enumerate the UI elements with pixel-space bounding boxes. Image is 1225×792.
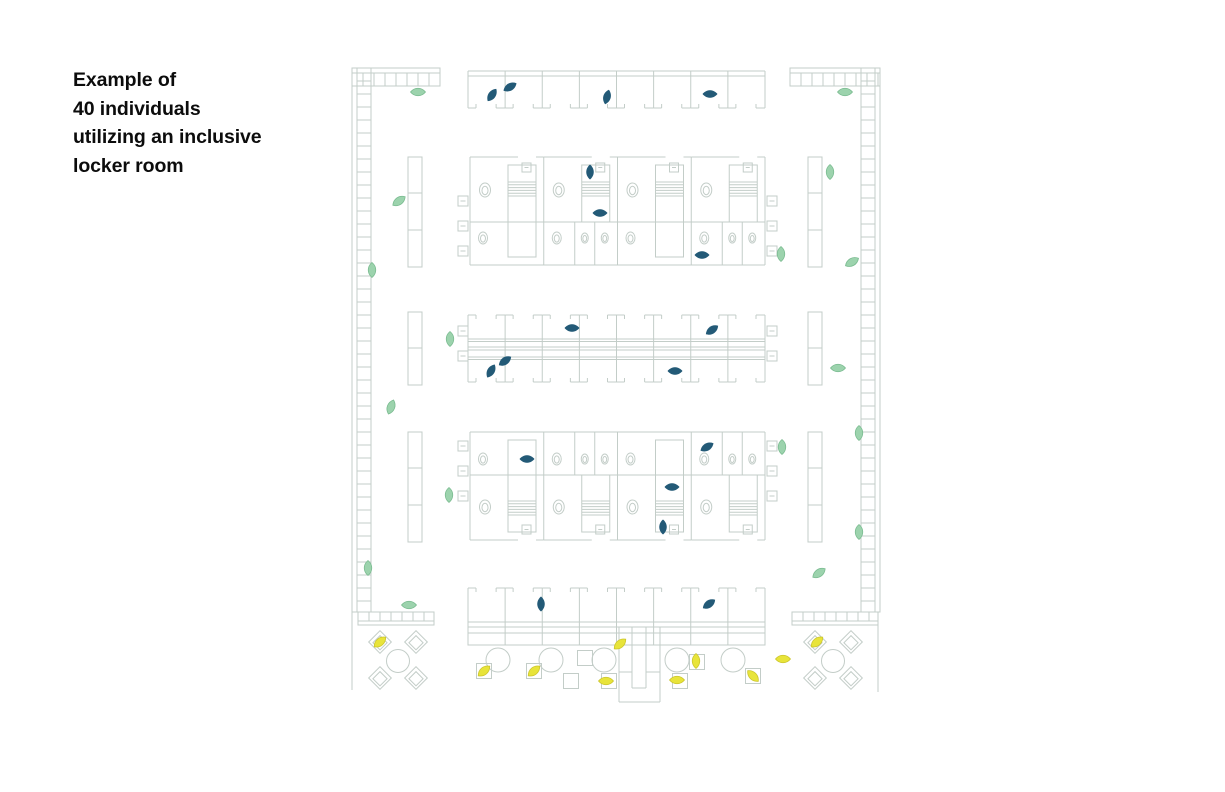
person-marker-green — [825, 163, 835, 181]
title-line-1: Example of — [73, 69, 177, 91]
person-marker-green — [776, 245, 786, 263]
lounge-chair — [403, 665, 429, 691]
person-marker-green — [854, 523, 864, 541]
person-marker-yellow — [527, 665, 541, 677]
entry-corridor — [618, 627, 661, 703]
wc-shower-block-upper — [457, 156, 778, 266]
bench — [407, 431, 423, 543]
bench — [807, 431, 823, 543]
person-marker-navy — [700, 442, 714, 452]
title-line-2: 40 individuals — [73, 97, 201, 120]
changing-cubicles-bottom — [467, 587, 766, 628]
person-marker-navy — [486, 364, 496, 378]
stool-round — [485, 647, 511, 673]
person-marker-navy — [537, 596, 545, 612]
stool-round — [720, 647, 746, 673]
stool-square — [577, 650, 593, 666]
person-marker-green — [854, 424, 864, 442]
person-marker-yellow — [477, 665, 491, 677]
bench — [407, 156, 423, 268]
person-marker-green — [829, 363, 847, 373]
stool-square — [476, 663, 492, 679]
person-marker-navy — [667, 367, 683, 375]
person-marker-yellow — [373, 636, 387, 648]
stool-round — [538, 647, 564, 673]
person-marker-navy — [705, 325, 719, 335]
locker-wall-left — [351, 67, 372, 613]
locker-wall-right — [860, 67, 881, 613]
person-marker-green — [836, 87, 854, 97]
lounge-chair — [802, 665, 828, 691]
benches — [407, 156, 823, 543]
person-marker-green — [409, 87, 427, 97]
locker-walls — [351, 67, 881, 692]
person-marker-navy — [603, 89, 611, 105]
title-line-3: utilizing an inclusive — [73, 126, 262, 148]
lounge-chair — [367, 665, 393, 691]
bench — [407, 311, 423, 386]
locker-strip-top-right — [789, 67, 881, 87]
locker-strip-top-left — [351, 67, 441, 87]
people-circulating — [363, 87, 864, 610]
person-marker-yellow — [774, 654, 792, 664]
stool-round — [591, 647, 617, 673]
locker-strip-bottom-right — [791, 611, 879, 626]
person-marker-yellow — [691, 652, 701, 670]
lounge-table — [821, 649, 845, 673]
wc-shower-block-lower — [457, 431, 778, 541]
lounge-chair — [838, 629, 864, 655]
stool-square — [563, 673, 579, 689]
diagram-title: Example of 40 individuals utilizing an i… — [73, 66, 262, 180]
person-marker-green — [386, 399, 396, 415]
stool-round — [664, 647, 690, 673]
person-marker-green — [392, 195, 406, 207]
person-marker-navy — [498, 356, 512, 366]
person-marker-yellow — [747, 670, 759, 682]
person-marker-green — [845, 257, 859, 267]
people-lounge — [373, 636, 824, 686]
lounge-table — [386, 649, 410, 673]
person-marker-yellow — [597, 676, 615, 686]
bench — [807, 311, 823, 386]
person-marker-navy — [503, 82, 517, 92]
locker-strip-bottom-left — [357, 611, 435, 626]
person-marker-yellow — [668, 675, 686, 685]
person-marker-green — [400, 600, 418, 610]
changing-cubicles-middle — [457, 314, 778, 383]
lounge-chair — [403, 629, 429, 655]
person-marker-navy — [564, 324, 580, 332]
lounge-cluster — [802, 629, 864, 691]
person-marker-navy — [519, 455, 535, 463]
person-marker-green — [444, 486, 454, 504]
person-marker-navy — [664, 483, 680, 491]
stool-square — [526, 663, 542, 679]
person-marker-green — [367, 261, 377, 279]
person-marker-navy — [659, 519, 667, 535]
person-marker-navy — [694, 251, 710, 259]
stool-square — [745, 668, 761, 684]
person-marker-navy — [592, 209, 608, 217]
person-marker-green — [812, 567, 826, 579]
person-marker-navy — [702, 90, 718, 98]
person-marker-navy — [586, 164, 594, 180]
person-marker-navy — [487, 88, 497, 102]
person-marker-green — [445, 330, 455, 348]
person-marker-green — [363, 559, 373, 577]
person-marker-green — [777, 438, 787, 456]
title-line-4: locker room — [73, 154, 184, 177]
changing-cubicles-top — [467, 70, 766, 109]
person-marker-yellow — [810, 636, 824, 648]
bench — [807, 156, 823, 268]
people-in-cubicles — [486, 82, 719, 612]
person-marker-yellow — [613, 638, 627, 650]
person-marker-navy — [702, 599, 716, 609]
lounge-chair — [838, 665, 864, 691]
